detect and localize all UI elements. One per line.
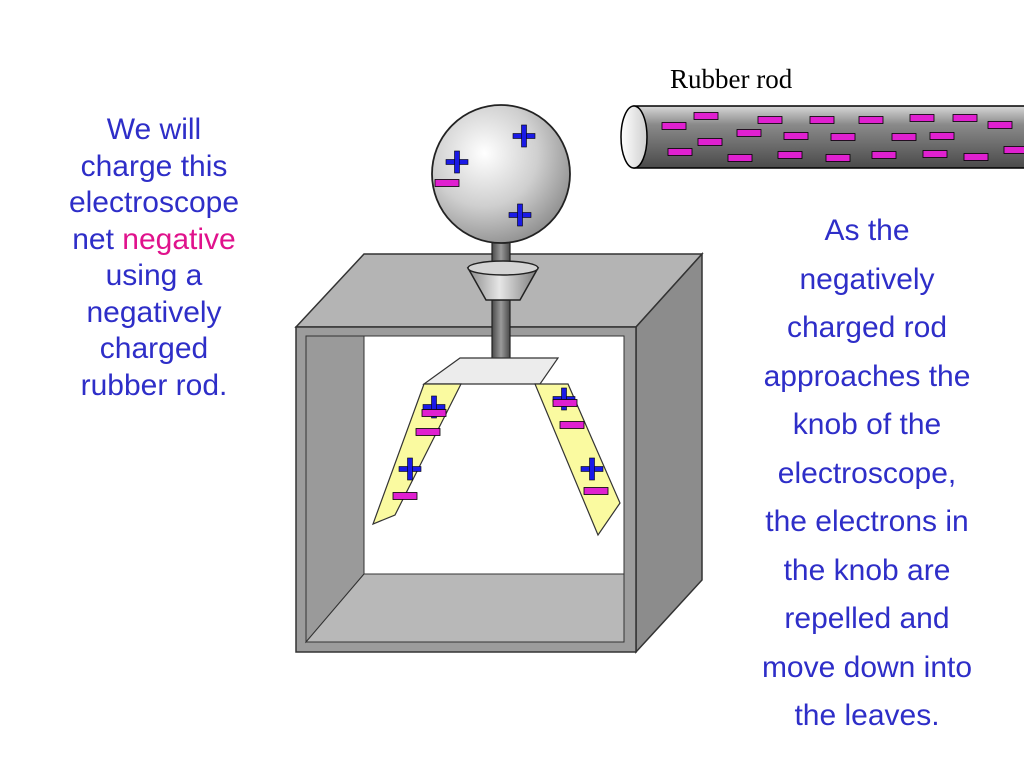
plus-charge-icon	[398, 457, 422, 481]
left-caption: We will charge this electroscope net neg…	[34, 112, 274, 404]
minus-charge-icon	[871, 151, 897, 159]
right-caption-line: charged rod	[786, 311, 948, 344]
electroscope-leaves	[371, 357, 621, 537]
right-caption-line: the electrons in	[765, 505, 969, 538]
minus-charge-icon	[783, 132, 809, 140]
minus-charge-icon	[693, 112, 719, 120]
left-leaf	[371, 383, 462, 526]
minus-charge-icon	[830, 133, 856, 141]
right-caption-line: electroscope,	[777, 456, 957, 490]
minus-charge-icon	[583, 487, 609, 495]
minus-charge-icon	[929, 132, 955, 140]
left-caption-line: We will	[106, 113, 202, 146]
minus-charge-icon	[809, 116, 835, 124]
right-leaf	[534, 383, 621, 537]
minus-charge-icon	[858, 116, 884, 124]
plus-charge-icon	[445, 150, 469, 174]
plus-charge-icon	[422, 395, 446, 419]
right-caption-line: move down into	[761, 650, 973, 684]
minus-charge-icon	[952, 114, 978, 122]
right-caption-line: repelled and	[784, 602, 950, 635]
minus-charge-icon	[891, 133, 917, 141]
right-caption-line: the leaves.	[794, 699, 940, 732]
minus-charge-icon	[552, 399, 578, 407]
minus-charge-icon	[1003, 146, 1024, 154]
left-caption-prefix: net	[72, 222, 123, 256]
right-caption-line: negatively	[799, 262, 935, 296]
minus-charge-icon	[777, 151, 803, 159]
plus-charge-icon	[580, 457, 604, 481]
minus-charge-icon	[415, 428, 441, 436]
plus-charge-icon	[512, 124, 536, 148]
left-caption-line: using a	[105, 259, 203, 292]
minus-charge-icon	[825, 154, 851, 162]
electroscope-knob	[431, 104, 571, 244]
right-caption-line: the knob are	[783, 553, 951, 587]
negative-highlight: negative	[122, 222, 236, 256]
rod-charges	[661, 112, 1024, 162]
left-caption-line: rubber rod.	[80, 368, 228, 402]
minus-charge-icon	[909, 114, 935, 122]
plus-charge-icon	[508, 203, 532, 227]
left-caption-line: net negative	[34, 222, 274, 259]
minus-charge-icon	[727, 154, 753, 162]
minus-charge-icon	[392, 492, 418, 500]
minus-charge-icon	[987, 121, 1013, 129]
minus-charge-icon	[963, 153, 989, 161]
minus-charge-icon	[736, 129, 762, 137]
minus-charge-icon	[661, 122, 687, 130]
charges-layer	[392, 124, 609, 500]
minus-charge-icon	[421, 409, 447, 417]
right-caption-line: knob of the	[792, 408, 942, 441]
minus-charge-icon	[697, 138, 723, 146]
minus-charge-icon	[667, 148, 693, 156]
left-caption-line: charged	[99, 332, 209, 365]
minus-charge-icon	[757, 116, 783, 124]
left-caption-line: negatively	[86, 295, 222, 329]
right-caption: As the negatively charged rod approaches…	[722, 207, 1012, 741]
minus-charge-icon	[434, 179, 460, 187]
electroscope-case	[294, 252, 704, 654]
minus-charge-icon	[559, 421, 585, 429]
right-caption-line: As the	[824, 214, 910, 247]
left-caption-line: charge this	[80, 149, 228, 183]
right-caption-line: approaches the	[763, 359, 971, 393]
left-caption-line: electroscope	[68, 186, 240, 219]
minus-charge-icon	[922, 150, 948, 158]
rod-label: Rubber rod	[670, 64, 793, 94]
